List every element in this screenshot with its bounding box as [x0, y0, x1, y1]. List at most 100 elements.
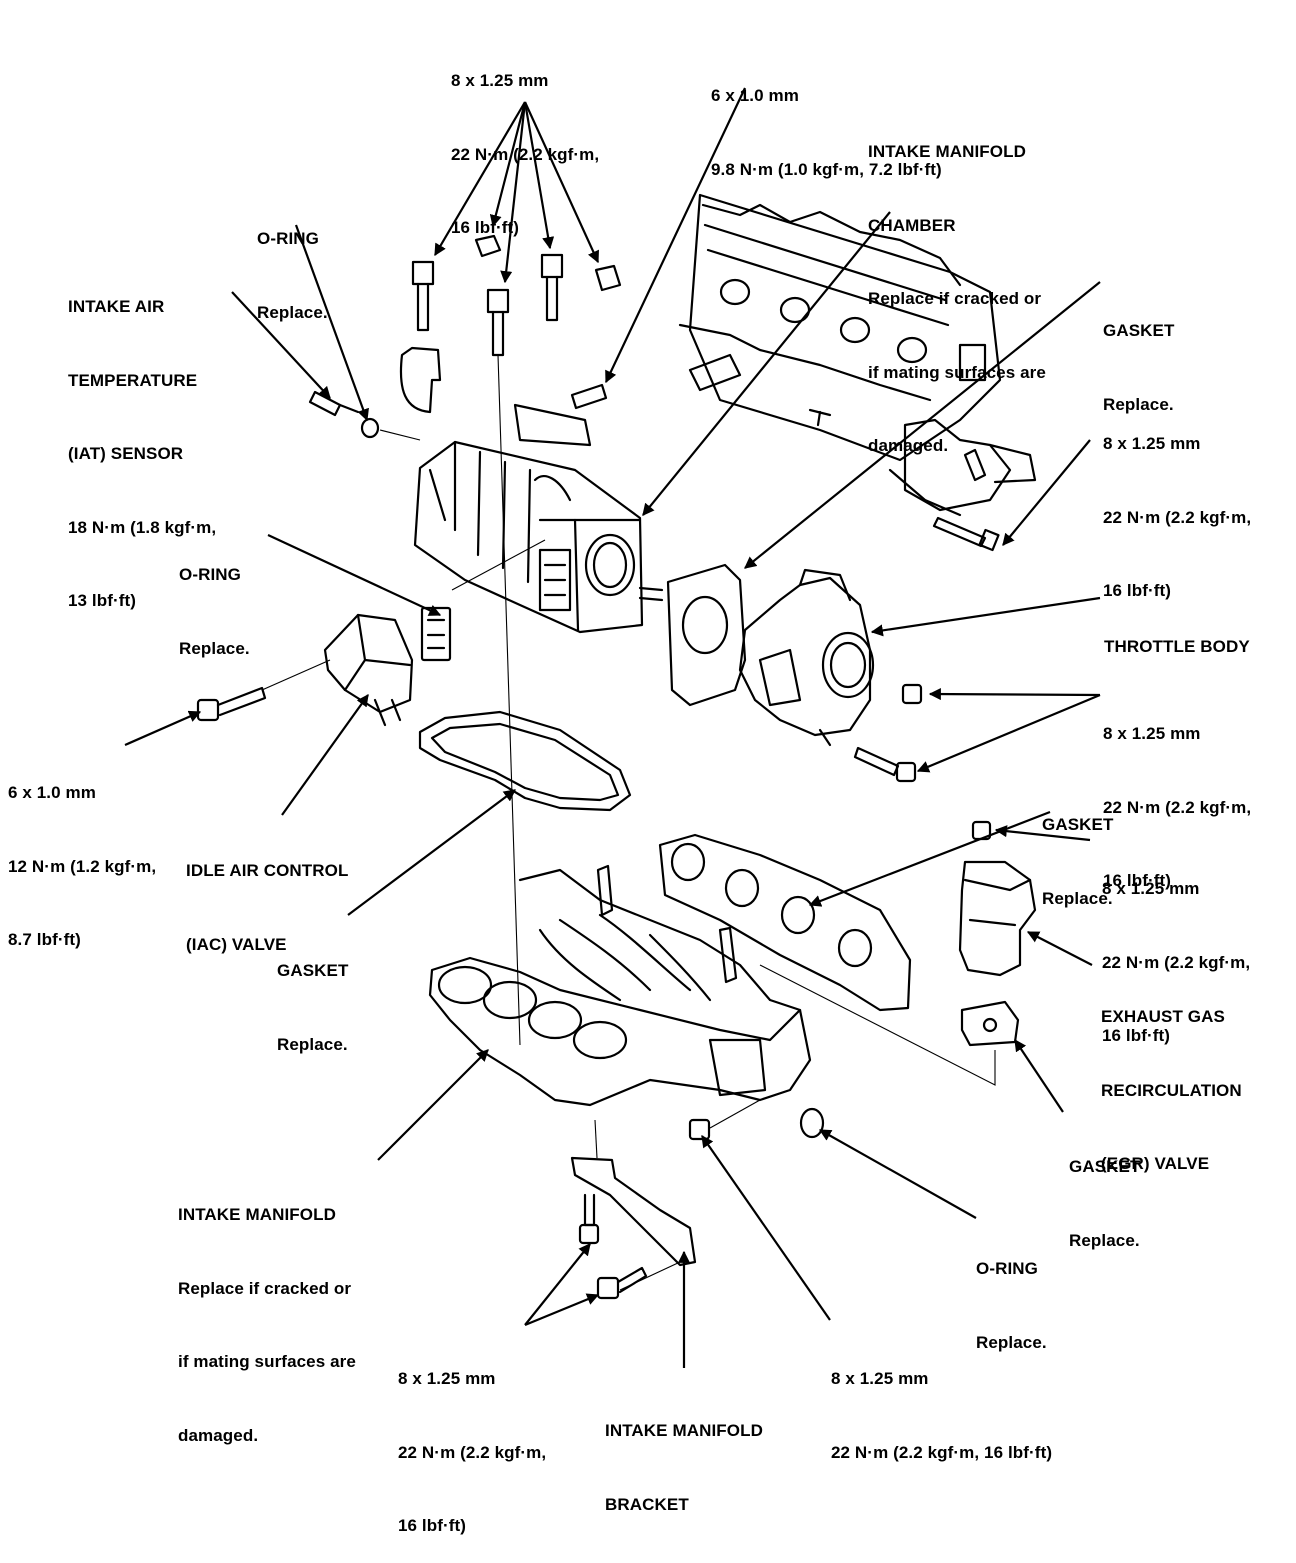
label-line: O-RING	[179, 565, 241, 584]
alignment-lines	[261, 354, 996, 1291]
label-line: RECIRCULATION	[1101, 1080, 1242, 1100]
label-line: 22 N·m (2.2 kgf·m,	[1103, 507, 1252, 527]
label-egr-nut: 8 x 1.25 mm 22 N·m (2.2 kgf·m, 16 lbf·ft…	[1102, 828, 1250, 1073]
label-throttle-body: THROTTLE BODY	[1104, 586, 1250, 684]
label-line: Replace.	[1042, 888, 1113, 908]
label-line: IDLE AIR CONTROL	[186, 861, 349, 880]
label-line: (IAC) VALVE	[186, 934, 287, 954]
top-bolts	[411, 234, 622, 410]
exhaust-gasket	[658, 833, 912, 1012]
label-line: THROTTLE BODY	[1104, 637, 1250, 656]
label-line: 18 N·m (1.8 kgf·m,	[68, 517, 217, 537]
label-iac-valve: IDLE AIR CONTROL (IAC) VALVE	[186, 810, 348, 982]
label-line: INTAKE MANIFOLD	[868, 142, 1026, 161]
label-line: damaged.	[178, 1425, 259, 1445]
label-line: 16 lbf·ft)	[1102, 1026, 1171, 1045]
label-line: Replace.	[277, 1034, 348, 1054]
leader-arrows	[124, 87, 1101, 1368]
label-line: EXHAUST GAS	[1101, 1007, 1225, 1026]
label-line: damaged.	[868, 436, 949, 455]
label-line: 8 x 1.25 mm	[831, 1369, 929, 1388]
label-line: (IAT) SENSOR	[68, 444, 184, 463]
label-throttle-body-bolts: 8 x 1.25 mm 22 N·m (2.2 kgf·m, 16 lbf·ft…	[1103, 673, 1251, 918]
label-iac-bolt: 6 x 1.0 mm 12 N·m (1.2 kgf·m, 8.7 lbf·ft…	[8, 732, 156, 977]
label-line: 12 N·m (1.2 kgf·m,	[8, 856, 157, 876]
label-line: TEMPERATURE	[68, 370, 198, 390]
label-line: 8 x 1.25 mm	[1103, 724, 1201, 743]
label-line: GASKET	[1103, 321, 1175, 340]
label-oring-top: O-RING Replace.	[257, 178, 328, 350]
intake-manifold-part	[428, 864, 812, 1107]
chamber-gasket	[418, 710, 632, 812]
label-line: 16 lbf·ft)	[398, 1516, 467, 1535]
label-gasket-throttle-body: GASKET Replace.	[1103, 270, 1174, 442]
intake-manifold-chamber	[413, 403, 664, 634]
oring-top-part	[360, 417, 380, 439]
label-line: INTAKE MANIFOLD	[605, 1421, 763, 1440]
label-oring-bottom: O-RING Replace.	[976, 1208, 1047, 1380]
label-line: 6 x 1.0 mm	[8, 783, 96, 802]
label-gasket-exhaust: GASKET Replace.	[1042, 764, 1113, 936]
label-line: 8 x 1.25 mm	[1103, 434, 1201, 453]
label-line: Replace.	[976, 1332, 1047, 1352]
label-line: 13 lbf·ft)	[68, 591, 137, 610]
label-line: INTAKE MANIFOLD	[178, 1205, 336, 1224]
bracket-bolts	[578, 1193, 648, 1300]
cylinder-head	[678, 193, 1037, 517]
label-line: 16 lbf·ft)	[451, 218, 520, 237]
label-oring-iac: O-RING Replace.	[179, 514, 250, 686]
label-line: O-RING	[257, 229, 319, 248]
exploded-view-drawing	[124, 87, 1101, 1368]
label-line: 22 N·m (2.2 kgf·m,	[1102, 952, 1251, 972]
label-line: if mating surfaces are	[178, 1352, 356, 1371]
label-right-upper-bolt: 8 x 1.25 mm 22 N·m (2.2 kgf·m, 16 lbf·ft…	[1103, 383, 1251, 628]
oring-bottom-part	[799, 1107, 825, 1139]
label-line: 9.8 N·m (1.0 kgf·m, 7.2 lbf·ft)	[711, 159, 942, 179]
throttle-body-gasket	[666, 563, 747, 707]
manifold-bracket-part	[570, 1156, 697, 1267]
label-line: O-RING	[976, 1259, 1038, 1278]
label-line: 16 lbf·ft)	[1103, 581, 1172, 600]
label-line: INTAKE AIR	[68, 297, 165, 316]
label-line: 8.7 lbf·ft)	[8, 930, 81, 949]
label-top-6x10-bolt: 6 x 1.0 mm 9.8 N·m (1.0 kgf·m, 7.2 lbf·f…	[711, 35, 942, 207]
label-line: 22 N·m (2.2 kgf·m,	[1103, 797, 1252, 817]
label-line: Replace.	[257, 302, 328, 322]
label-line: CHAMBER	[868, 215, 956, 235]
label-line: if mating surfaces are	[868, 362, 1046, 382]
label-line: 8 x 1.25 mm	[398, 1369, 496, 1388]
label-line: Replace.	[1103, 394, 1174, 414]
vacuum-tube	[399, 346, 442, 414]
head-bolt	[932, 516, 1000, 552]
label-gasket-chamber: GASKET Replace.	[277, 910, 348, 1082]
label-line: BRACKET	[605, 1494, 689, 1514]
label-top-bolts: 8 x 1.25 mm 22 N·m (2.2 kgf·m, 16 lbf·ft…	[451, 20, 599, 265]
throttle-bolts	[853, 683, 923, 783]
label-intake-manifold-chamber: INTAKE MANIFOLD CHAMBER Replace if crack…	[868, 91, 1046, 483]
label-line: 16 lbf·ft)	[1103, 871, 1172, 890]
label-line: 6 x 1.0 mm	[711, 86, 799, 105]
label-line: 22 N·m (2.2 kgf·m,	[398, 1442, 547, 1462]
label-bottom-nut: 8 x 1.25 mm 22 N·m (2.2 kgf·m, 16 lbf·ft…	[831, 1318, 1052, 1490]
label-line: 22 N·m (2.2 kgf·m, 16 lbf·ft)	[831, 1442, 1053, 1462]
iac-bolt	[196, 686, 267, 722]
label-line: 22 N·m (2.2 kgf·m,	[451, 144, 600, 164]
label-line: GASKET	[1042, 815, 1114, 834]
label-line: Replace if cracked or	[178, 1278, 352, 1298]
label-iat-sensor: INTAKE AIR TEMPERATURE (IAT) SENSOR 18 N…	[68, 246, 216, 638]
egr-valve-part	[958, 820, 1037, 1047]
label-line: Replace.	[1069, 1230, 1140, 1250]
label-bracket-bolts: 8 x 1.25 mm 22 N·m (2.2 kgf·m, 16 lbf·ft…	[398, 1318, 546, 1563]
label-line: 8 x 1.25 mm	[1102, 879, 1200, 898]
throttle-body-part	[738, 568, 875, 747]
label-line: Replace if cracked or	[868, 289, 1042, 308]
label-line: Replace.	[179, 638, 250, 658]
label-line: 8 x 1.25 mm	[451, 71, 549, 90]
bottom-nut-part	[688, 1118, 711, 1141]
label-line: GASKET	[1069, 1157, 1141, 1176]
iat-sensor	[308, 390, 360, 417]
label-line: GASKET	[277, 961, 349, 980]
label-gasket-egr: GASKET Replace.	[1069, 1106, 1140, 1278]
iac-valve	[323, 606, 452, 727]
label-line: (EGR) VALVE	[1101, 1154, 1210, 1173]
